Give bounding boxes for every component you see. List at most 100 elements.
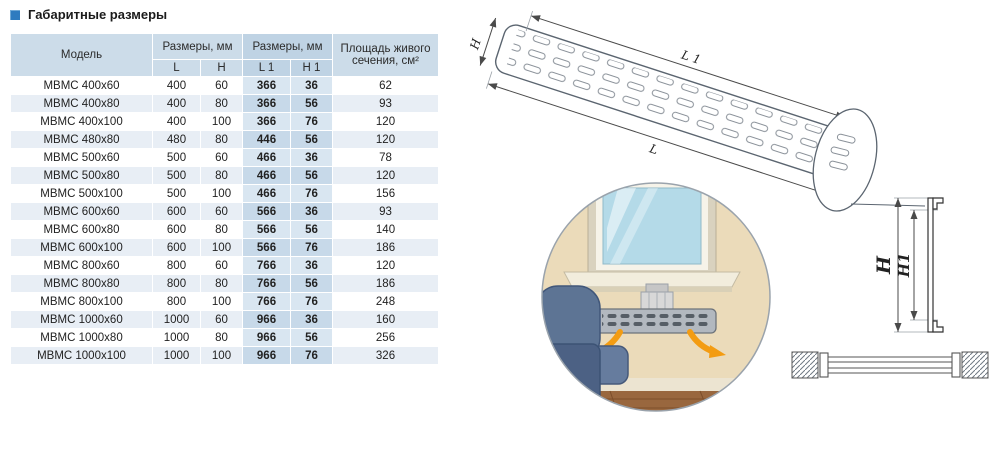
cell-h1: 76 [290,184,333,203]
cell-h: 80 [200,328,243,347]
col-header-l1: L 1 [242,59,291,77]
cell-model: МВМС 1000х100 [10,346,153,365]
col-header-area: Площадь живого сечения, см² [332,33,439,77]
cell-area: 93 [332,202,439,221]
cell-l1: 366 [242,112,291,131]
col-header-h1: H 1 [290,59,333,77]
col-header-l: L [152,59,201,77]
side-profile-drawing: H H1 [873,197,944,333]
cell-l: 1000 [152,328,201,347]
cell-area: 120 [332,112,439,131]
cell-h1: 36 [290,202,333,221]
cell-model: МВМС 1000х80 [10,328,153,347]
cell-h: 60 [200,76,243,95]
duct [640,283,674,311]
cell-model: МВМС 500х80 [10,166,153,185]
cell-h1: 56 [290,274,333,293]
leader-line [850,203,926,207]
cell-l1: 566 [242,220,291,239]
cell-l: 600 [152,202,201,221]
cell-l1: 966 [242,346,291,365]
cell-l: 800 [152,256,201,275]
section-bullet-icon [10,9,20,20]
grille-end-cap [812,108,878,212]
cell-model: МВМС 1000х60 [10,310,153,329]
cell-h: 80 [200,274,243,293]
col-header-model: Модель [10,33,153,77]
cell-model: МВМС 600х60 [10,202,153,221]
cell-h1: 36 [290,76,333,95]
cell-l: 800 [152,292,201,311]
cell-l: 800 [152,274,201,293]
cell-area: 186 [332,274,439,293]
cell-h1: 56 [290,94,333,113]
cell-l: 400 [152,94,201,113]
cell-area: 120 [332,166,439,185]
cell-h1: 76 [290,346,333,365]
col-header-dims-outer: Размеры, мм [152,33,243,60]
cell-model: МВМС 400х60 [10,76,153,95]
cell-l1: 966 [242,328,291,347]
cell-l: 600 [152,220,201,239]
cell-h: 60 [200,256,243,275]
cell-l1: 766 [242,274,291,293]
cell-h: 60 [200,148,243,167]
cell-area: 256 [332,328,439,347]
technical-drawings: L 1 L H H [467,10,989,412]
cell-area: 160 [332,310,439,329]
cell-model: МВМС 400х100 [10,112,153,131]
cell-l: 1000 [152,310,201,329]
cell-h: 80 [200,220,243,239]
dim-label-l: L [647,141,660,157]
dimensions-table: Модель Размеры, мм Размеры, мм Площадь ж… [10,33,439,365]
cell-h1: 76 [290,112,333,131]
cell-h1: 36 [290,148,333,167]
cell-area: 186 [332,238,439,257]
cell-h1: 36 [290,256,333,275]
section-header: Габаритные размеры [10,7,167,22]
cell-h1: 56 [290,130,333,149]
cell-model: МВМС 600х80 [10,220,153,239]
cell-h: 100 [200,346,243,365]
cell-l1: 366 [242,94,291,113]
cell-l: 400 [152,76,201,95]
cell-h: 100 [200,292,243,311]
cell-l1: 446 [242,130,291,149]
cell-model: МВМС 800х80 [10,274,153,293]
cell-area: 326 [332,346,439,365]
cell-l: 1000 [152,346,201,365]
cell-h1: 36 [290,310,333,329]
cell-l1: 466 [242,166,291,185]
page-title: Габаритные размеры [28,7,168,22]
cross-section-drawing [791,351,989,379]
col-header-dims-inner: Размеры, мм [242,33,333,60]
cell-l: 400 [152,112,201,131]
cell-area: 156 [332,184,439,203]
cell-model: МВМС 600х100 [10,238,153,257]
cell-l1: 966 [242,310,291,329]
grille-perspective-drawing: L 1 L H [467,10,926,212]
window [587,183,717,277]
cell-h1: 56 [290,328,333,347]
figures-panel: L 1 L H H [450,0,1001,464]
col-header-h: H [200,59,243,77]
cell-h: 60 [200,310,243,329]
cell-model: МВМС 400х80 [10,94,153,113]
dim-label-h1-profile: H1 [895,253,913,279]
cell-l1: 766 [242,292,291,311]
cell-model: МВМС 800х60 [10,256,153,275]
dim-label-h: H [467,36,484,52]
cell-h: 60 [200,202,243,221]
